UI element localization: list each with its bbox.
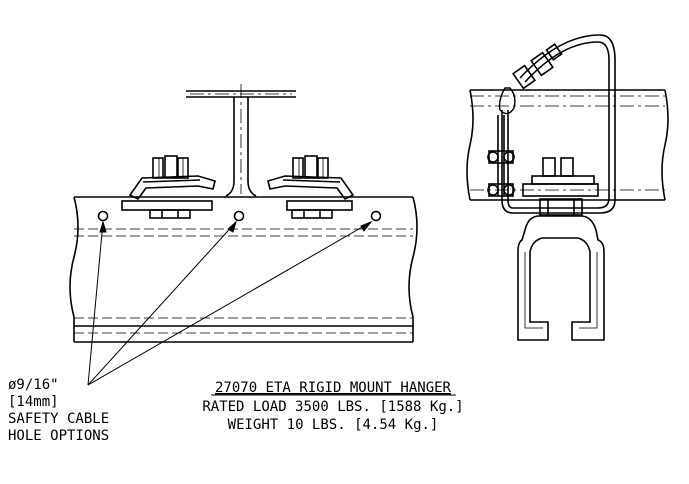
hole-callout: ø9/16" [14mm] SAFETY CABLE HOLE OPTIONS — [8, 377, 109, 444]
safety-cable — [487, 34, 616, 214]
hole-metric-label: [14mm] — [8, 394, 59, 410]
end-view — [466, 34, 669, 341]
hole-leaders — [87, 220, 373, 386]
hole-options-label: HOLE OPTIONS — [8, 428, 109, 444]
safety-cable-label: SAFETY CABLE — [8, 411, 109, 427]
side-view — [69, 84, 418, 386]
clamp-left — [121, 155, 216, 219]
hole-diameter-label: ø9/16" — [8, 377, 59, 393]
title-block: 27070 ETA RIGID MOUNT HANGER RATED LOAD … — [202, 380, 463, 433]
clamp-right — [267, 155, 355, 219]
i-beam — [186, 84, 296, 197]
end-bolts — [522, 157, 599, 216]
drawing-title: 27070 ETA RIGID MOUNT HANGER — [215, 380, 452, 396]
rated-load-text: RATED LOAD 3500 LBS. [1588 Kg.] — [202, 399, 463, 415]
rail-side — [69, 196, 418, 343]
weight-text: WEIGHT 10 LBS. [4.54 Kg.] — [228, 417, 439, 433]
rail-profile — [517, 215, 605, 341]
